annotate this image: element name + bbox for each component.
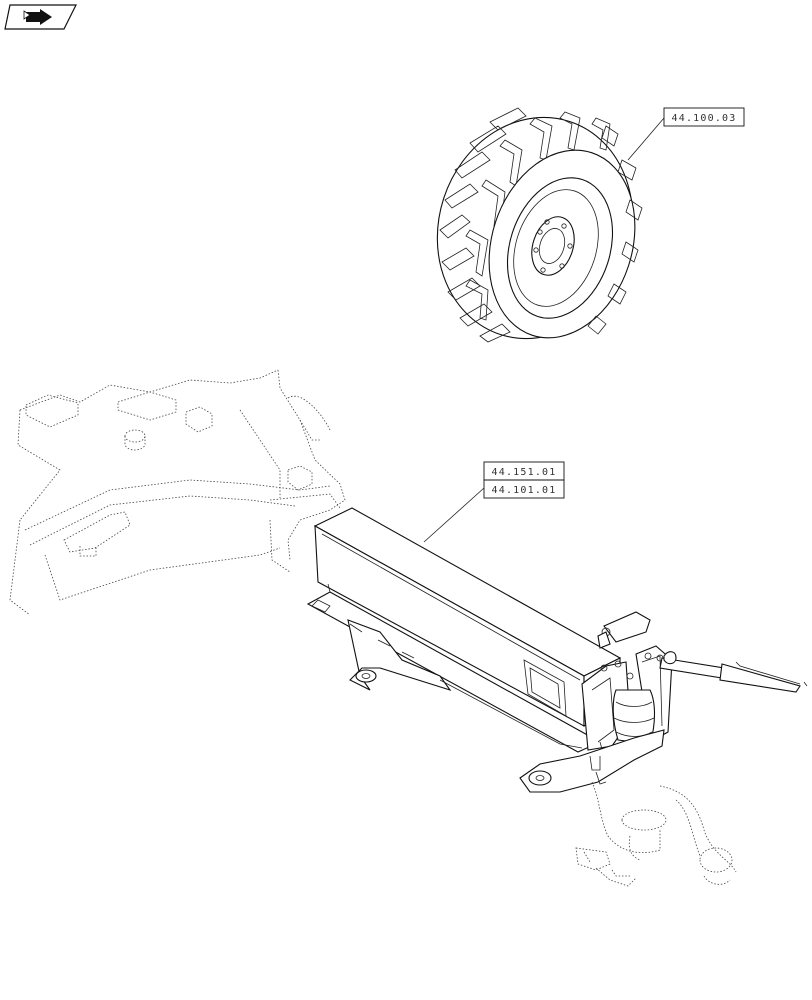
callout-axle-label-top: 44.151.01 <box>492 467 557 478</box>
steering-knuckle-outline <box>575 781 737 887</box>
tractor-wheel <box>436 107 643 343</box>
callout-axle-label-bottom: 44.101.01 <box>492 485 557 496</box>
corner-mark <box>803 681 808 687</box>
callout-axle[interactable]: 44.151.01 44.101.01 <box>423 461 565 543</box>
callout-wheel[interactable]: 44.100.03 <box>627 107 745 161</box>
next-page-arrow-icon[interactable] <box>4 4 77 30</box>
callout-wheel-label: 44.100.03 <box>672 113 737 124</box>
chassis-frame-outline <box>9 369 346 616</box>
pivot-assembly <box>519 611 801 793</box>
